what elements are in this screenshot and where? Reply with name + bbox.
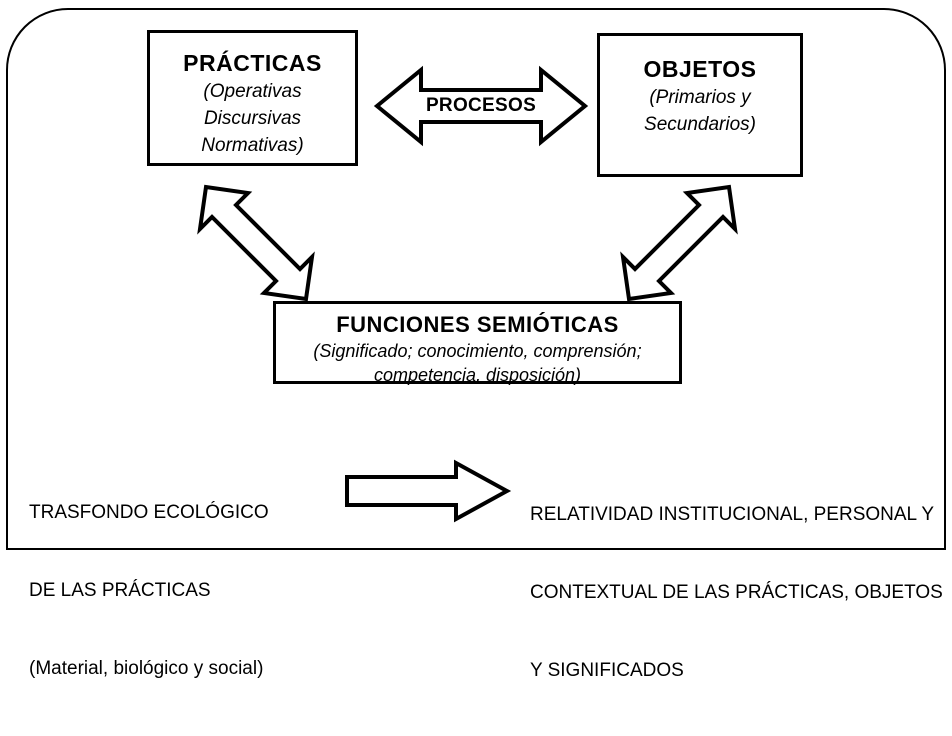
diagram-canvas: PRÁCTICAS (Operativas Discursivas Normat…: [6, 8, 946, 681]
procesos-double-arrow-icon: [373, 65, 589, 147]
objetos-subline-1: (Primarios y: [649, 87, 751, 108]
objetos-funciones-double-arrow-icon: [613, 183, 739, 303]
funciones-semioticas-title: FUNCIONES SEMIÓTICAS: [336, 312, 619, 337]
relatividad-caption: RELATIVIDAD INSTITUCIONAL, PERSONAL Y CO…: [530, 450, 943, 736]
practicas-funciones-double-arrow-icon: [196, 183, 322, 303]
relatividad-line-2: CONTEXTUAL DE LAS PRÁCTICAS, OBJETOS: [530, 582, 943, 603]
relatividad-right-arrow-icon: [344, 459, 512, 523]
funciones-semioticas-subline-1: (Significado; conocimiento, comprensión;: [313, 341, 642, 361]
trasfondo-line-1: TRASFONDO ECOLÓGICO: [29, 502, 269, 523]
practicas-box: PRÁCTICAS (Operativas Discursivas Normat…: [147, 30, 358, 166]
funciones-semioticas-box: FUNCIONES SEMIÓTICAS (Significado; conoc…: [273, 301, 682, 385]
relatividad-line-1: RELATIVIDAD INSTITUCIONAL, PERSONAL Y: [530, 504, 935, 525]
objetos-title: OBJETOS: [643, 56, 757, 82]
practicas-subline-3: Normativas): [201, 135, 304, 156]
trasfondo-ecologico-caption: TRASFONDO ECOLÓGICO DE LAS PRÁCTICAS (Ma…: [29, 448, 269, 734]
practicas-title: PRÁCTICAS: [183, 50, 322, 76]
practicas-subline-1: (Operativas: [203, 81, 302, 102]
objetos-subline-2: Secundarios): [644, 114, 756, 135]
trasfondo-line-2: DE LAS PRÁCTICAS: [29, 580, 211, 601]
objetos-box: OBJETOS (Primarios y Secundarios): [597, 33, 803, 177]
outer-frame: [6, 8, 946, 550]
funciones-semioticas-subline-2: competencia, disposición): [373, 365, 582, 385]
relatividad-line-3: Y SIGNIFICADOS: [530, 660, 684, 681]
trasfondo-line-3: (Material, biológico y social): [29, 658, 264, 679]
practicas-subline-2: Discursivas: [203, 108, 302, 129]
